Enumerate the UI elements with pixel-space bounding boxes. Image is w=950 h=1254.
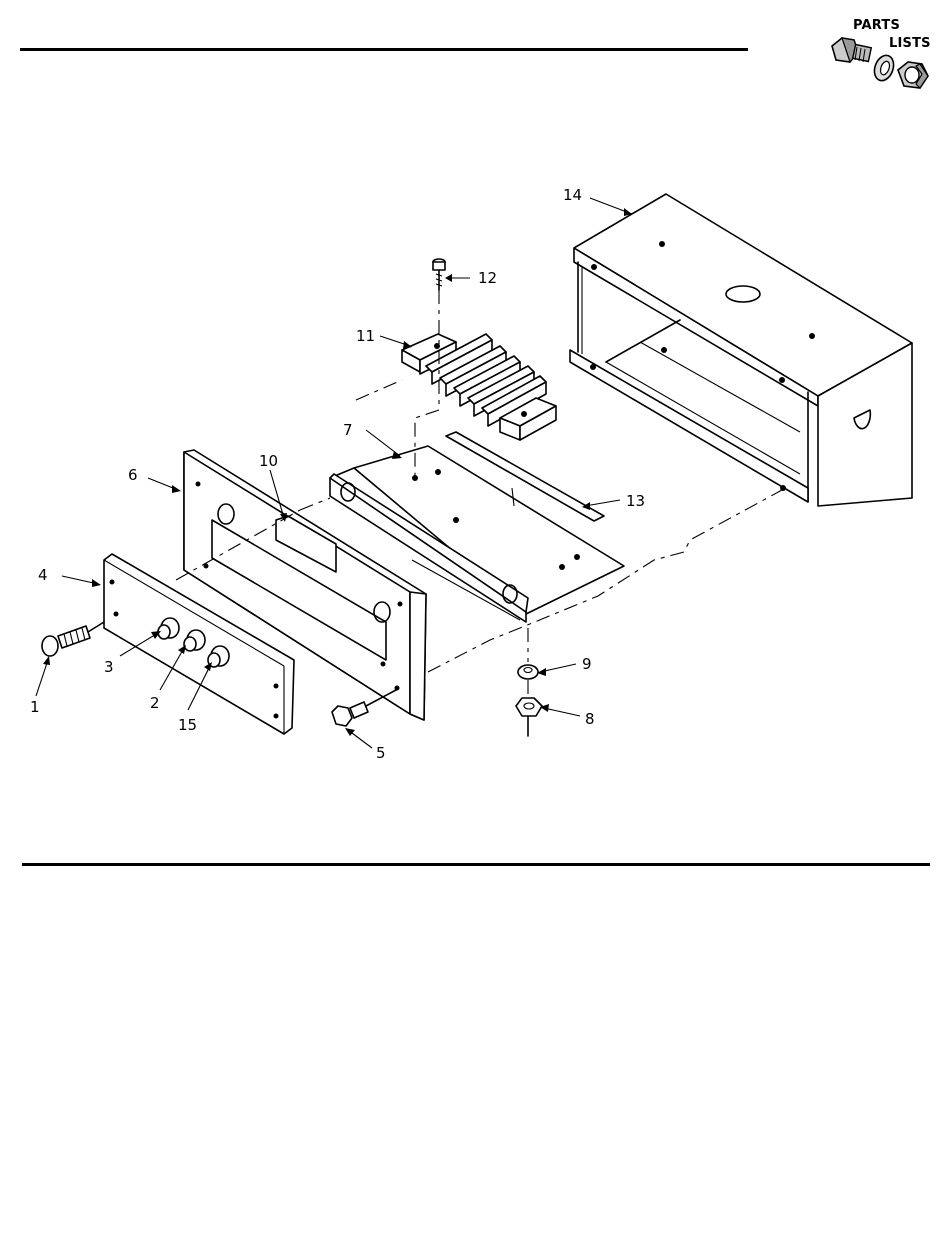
callout-15: 15 xyxy=(178,716,197,734)
callout-4: 4 xyxy=(38,566,48,584)
screw-1 xyxy=(42,622,104,656)
callout-3: 3 xyxy=(104,658,114,676)
callout-9: 9 xyxy=(582,655,592,673)
heat-sink xyxy=(402,334,556,440)
washer-9 xyxy=(518,665,538,679)
callout-8: 8 xyxy=(585,710,595,728)
callout-2: 2 xyxy=(150,694,160,712)
hex-bolt-5 xyxy=(332,690,396,726)
callout-12: 12 xyxy=(478,269,497,287)
callout-1: 1 xyxy=(30,698,40,716)
callout-14: 14 xyxy=(563,186,582,204)
callout-10: 10 xyxy=(259,452,278,470)
callout-13: 13 xyxy=(626,492,645,510)
callout-7: 7 xyxy=(343,421,353,439)
callout-5: 5 xyxy=(376,744,386,762)
hex-nut-8 xyxy=(516,698,542,736)
callout-6: 6 xyxy=(128,466,138,484)
enclosure-box xyxy=(570,194,912,506)
callout-11: 11 xyxy=(356,327,375,345)
screw-12 xyxy=(433,259,445,290)
